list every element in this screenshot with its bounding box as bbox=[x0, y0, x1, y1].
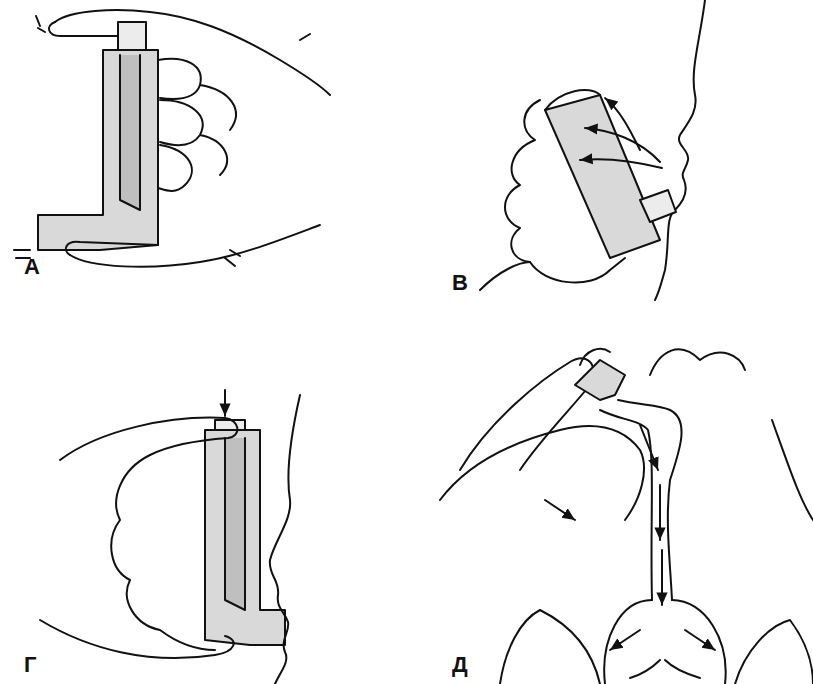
inhaler-canister bbox=[215, 420, 245, 430]
holding-hand bbox=[505, 100, 625, 282]
inhaler-body bbox=[575, 360, 625, 400]
thumb-tip bbox=[66, 242, 158, 255]
inhaler-canister bbox=[118, 22, 146, 50]
bronchi bbox=[630, 660, 700, 678]
panel-letter: А bbox=[24, 256, 40, 278]
inhaler-body bbox=[38, 50, 158, 250]
inhale-arrow bbox=[640, 425, 658, 470]
exhale-arrow bbox=[585, 128, 660, 162]
lung-lobes bbox=[500, 610, 813, 684]
wrist bbox=[480, 262, 530, 290]
inhaler-shade bbox=[225, 438, 245, 610]
fingertip bbox=[49, 22, 118, 36]
curled-fingers bbox=[111, 455, 215, 650]
face-outline bbox=[772, 420, 813, 520]
inhaler-body bbox=[545, 95, 660, 258]
face-profile bbox=[650, 349, 745, 375]
inhale-arrow bbox=[659, 485, 661, 540]
face-profile bbox=[270, 395, 300, 684]
inhaler-body bbox=[205, 430, 285, 645]
panel-letter: В bbox=[452, 272, 468, 294]
index-finger bbox=[55, 10, 330, 95]
motion-marks bbox=[14, 16, 310, 266]
index-finger bbox=[60, 418, 237, 460]
lungs bbox=[604, 600, 725, 684]
shoulder-outline bbox=[440, 426, 644, 520]
shaking-hand bbox=[14, 10, 330, 267]
pressing-finger bbox=[580, 349, 610, 365]
inhale-arrow bbox=[661, 550, 663, 605]
inhaler-mouthpiece bbox=[640, 190, 676, 222]
press-scene bbox=[40, 390, 300, 684]
face-profile bbox=[655, 0, 705, 300]
inhale-arrow bbox=[685, 630, 715, 650]
panel-letter: Г bbox=[24, 654, 36, 676]
thumb bbox=[70, 225, 320, 267]
curled-fingers bbox=[158, 59, 236, 191]
thumb bbox=[40, 620, 234, 658]
inhale-arrow bbox=[610, 630, 640, 650]
chest-arrow bbox=[545, 500, 575, 520]
inhaler-shade bbox=[120, 55, 140, 210]
exhale-arrow bbox=[580, 159, 662, 168]
press-arrow bbox=[224, 390, 226, 416]
raised-arm bbox=[460, 358, 594, 470]
inhale-scene bbox=[440, 349, 813, 684]
thumb bbox=[545, 90, 600, 110]
exhale-arrow bbox=[605, 98, 640, 150]
panel-letter: Д bbox=[452, 654, 468, 676]
airway-front bbox=[618, 400, 682, 600]
exhale-scene bbox=[480, 0, 705, 300]
airway-back bbox=[600, 410, 652, 600]
